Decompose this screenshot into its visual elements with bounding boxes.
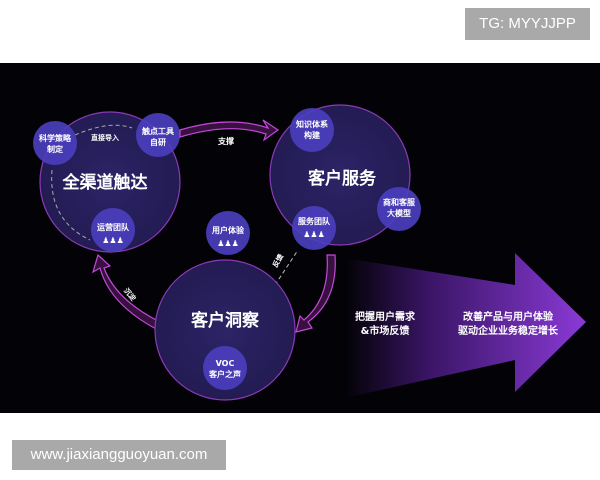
settle-arrow	[92, 253, 161, 331]
svg-text:VOC: VOC	[216, 359, 235, 368]
knowledge-node: 知识体系 构建	[290, 108, 334, 152]
arrow-text-2a: 改善产品与用户体验	[463, 310, 554, 323]
svg-text:♟♟♟: ♟♟♟	[217, 239, 239, 248]
svg-text:运营团队: 运营团队	[97, 222, 130, 232]
growth-arrow	[345, 253, 586, 398]
insight-circle: 客户洞察	[154, 259, 296, 401]
arrow-text-1b: &市场反馈	[361, 324, 410, 337]
svg-text:自研: 自研	[150, 137, 166, 147]
support-label: 支撑	[217, 136, 234, 146]
svg-text:♟♟♟: ♟♟♟	[102, 236, 124, 245]
down-arrow	[295, 254, 336, 333]
svg-text:用户体验: 用户体验	[211, 225, 245, 235]
direct-import-label: 直接导入	[91, 133, 119, 142]
voc-node: VOC 客户之声	[203, 346, 247, 390]
watermark-bottom: www.jiaxiangguoyuan.com	[12, 440, 226, 470]
tools-node: 触点工具 自研	[136, 113, 180, 157]
feedback-label: 反馈	[270, 252, 285, 269]
svg-text:知识体系: 知识体系	[296, 119, 328, 129]
experience-node: 用户体验 ♟♟♟	[206, 211, 250, 255]
arrow-text-1a: 把握用户需求	[355, 310, 416, 323]
svg-text:触点工具: 触点工具	[142, 126, 174, 136]
diagram: 全渠道触达 直接导入 科学策略 制定 触点工具 自研 运营团队 ♟♟♟ 支撑 客…	[0, 63, 600, 413]
watermark-top: TG: MYYJJPP	[465, 8, 590, 40]
ops-team-node: 运营团队 ♟♟♟	[91, 208, 135, 252]
support-arrow	[179, 119, 280, 142]
strategy-node: 科学策略 制定	[33, 121, 77, 165]
service-team-node: 服务团队 ♟♟♟	[292, 206, 336, 250]
svg-text:大模型: 大模型	[387, 208, 411, 218]
svg-text:构建: 构建	[304, 130, 321, 140]
arrow-text-2b: 驱动企业业务稳定增长	[458, 324, 559, 337]
svg-text:商和客服: 商和客服	[383, 197, 416, 207]
svg-text:♟♟♟: ♟♟♟	[303, 230, 325, 239]
insight-title: 客户洞察	[190, 310, 260, 331]
svg-text:制定: 制定	[47, 144, 63, 154]
omnichannel-title: 全渠道触达	[62, 172, 148, 193]
svg-text:服务团队: 服务团队	[298, 216, 331, 226]
service-title: 客户服务	[307, 168, 377, 189]
svg-text:科学策略: 科学策略	[39, 133, 72, 143]
model-node: 商和客服 大模型	[377, 187, 421, 231]
svg-text:客户之声: 客户之声	[208, 369, 241, 379]
